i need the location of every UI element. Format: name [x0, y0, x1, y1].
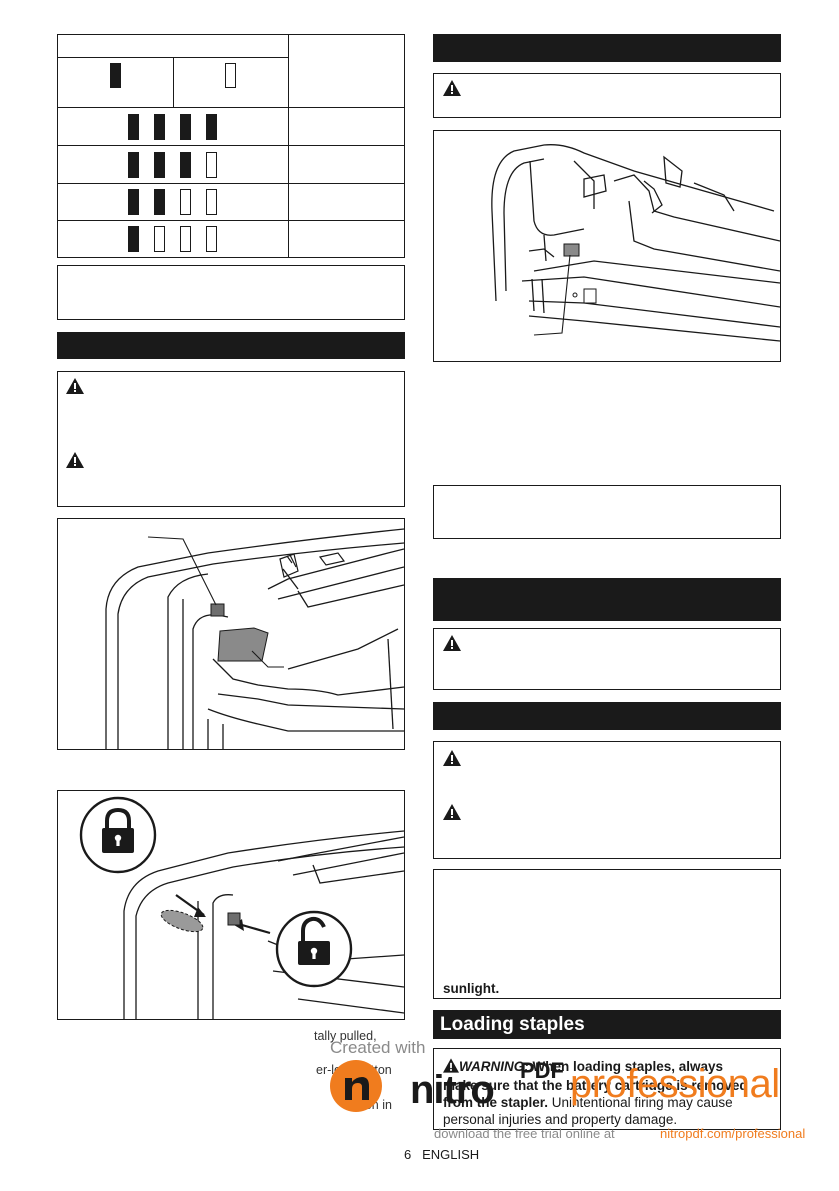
- lamp-segment-icon: [180, 226, 191, 252]
- lamp-segment-icon: [180, 189, 191, 215]
- text-fragment: er-lock button: [316, 1063, 392, 1077]
- warning-bold-line: make sure that the battery cartridge is …: [443, 1078, 748, 1093]
- off-lamp-icon: [225, 63, 236, 88]
- lamp-segment-icon: [154, 114, 165, 140]
- lamp-segment-icon: [206, 152, 217, 178]
- note-box: [57, 265, 405, 320]
- warning-normal-line: Unintentional firing may cause: [548, 1095, 733, 1110]
- lamp-segment-icon: [154, 152, 165, 178]
- table-off-cell: [173, 57, 289, 108]
- table-row-value: [288, 107, 405, 146]
- lamp-segment-icon: [128, 189, 139, 215]
- table-row: [57, 183, 289, 221]
- table-row-value: [288, 220, 405, 258]
- lamp-segment-icon: [206, 114, 217, 140]
- text-fragment: button in: [344, 1098, 392, 1112]
- lamp-segment-icon: [128, 226, 139, 252]
- warning-triangle-icon: [443, 635, 461, 656]
- table-row: [57, 220, 289, 258]
- table-row: [57, 107, 289, 146]
- table-row-value: [288, 183, 405, 221]
- footer-language: ENGLISH: [422, 1147, 480, 1162]
- loading-staples-warning-text: WARNING: When loading staples, always ma…: [443, 1058, 773, 1128]
- warning-triangle-icon: [443, 750, 461, 771]
- lamp-segment-icon: [180, 152, 191, 178]
- lamp-segment-icon: [154, 189, 165, 215]
- magazine-illustration: [491, 144, 781, 342]
- figure-magazine: [433, 130, 781, 362]
- loading-staples-warning-box: WARNING: When loading staples, always ma…: [433, 1048, 781, 1130]
- notice-box: sunlight.: [433, 869, 781, 999]
- section-heading-bar: [433, 702, 781, 730]
- page-footer: 6 ENGLISH: [404, 1147, 479, 1162]
- section-heading-bar: [433, 578, 781, 621]
- warning-bold-line: When loading staples, always: [532, 1059, 724, 1074]
- text-fragment: tally pulled,: [314, 1029, 377, 1043]
- loading-staples-heading: Loading staples: [433, 1010, 781, 1039]
- lock-unlock-illustration: [79, 796, 405, 1019]
- table-header-cell: [57, 34, 289, 58]
- warning-normal-line: personal injuries and property damage.: [443, 1112, 678, 1127]
- section-heading-bar: [57, 332, 405, 359]
- lamp-segment-icon: [154, 226, 165, 252]
- section-heading-bar: [433, 34, 781, 62]
- stapler-illustration: [105, 528, 405, 749]
- warning-triangle-icon: [443, 80, 461, 101]
- lit-lamp-icon: [110, 63, 121, 88]
- lamp-segment-icon: [180, 114, 191, 140]
- figure-stapler-lock-button: [57, 518, 405, 750]
- note-box: [433, 485, 781, 539]
- notice-text: sunlight.: [443, 981, 500, 996]
- lamp-segment-icon: [206, 226, 217, 252]
- caution-box: [57, 371, 405, 507]
- figure-lock-unlock: [57, 790, 405, 1020]
- warning-triangle-icon: [66, 452, 84, 473]
- warning-label: WARNING:: [459, 1059, 529, 1074]
- lamp-segment-icon: [128, 114, 139, 140]
- table-row-value: [288, 145, 405, 184]
- table-header-right-cell: [288, 34, 405, 108]
- warning-triangle-icon: [443, 804, 461, 825]
- lamp-segment-icon: [206, 189, 217, 215]
- warning-bold-line: from the stapler.: [443, 1095, 549, 1110]
- table-lit-cell: [57, 57, 174, 108]
- page-number: 6: [404, 1147, 412, 1162]
- table-row: [57, 145, 289, 184]
- caution-box: [433, 741, 781, 859]
- warning-triangle-icon: [443, 1058, 459, 1077]
- warning-box: [433, 628, 781, 690]
- warning-triangle-icon: [66, 378, 84, 399]
- lamp-segment-icon: [128, 152, 139, 178]
- warning-box: [433, 73, 781, 118]
